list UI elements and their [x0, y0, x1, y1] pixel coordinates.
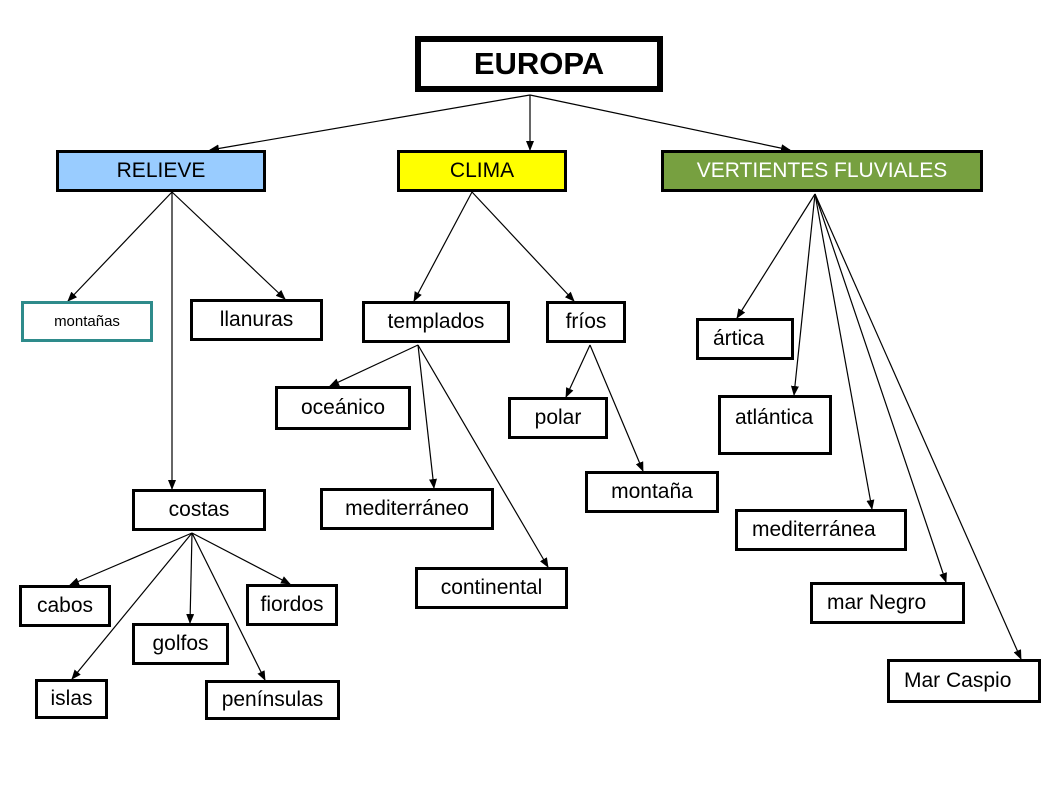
node-artica: ártica — [696, 318, 794, 360]
node-mediterranea: mediterránea — [735, 509, 907, 551]
arrow-clima-frios — [471, 191, 575, 302]
arrow-frios-montana — [589, 344, 644, 472]
arrow-vertientes-artica — [736, 193, 816, 319]
node-atlantica: atlántica — [718, 395, 832, 455]
arrow-relieve-montanas — [67, 191, 173, 302]
node-frios: fríos — [546, 301, 626, 343]
arrow-relieve-llanuras — [171, 191, 286, 300]
arrow-templados-oceanico — [329, 344, 419, 387]
node-peninsulas: penínsulas — [205, 680, 340, 720]
arrow-europa-vertientes — [529, 94, 791, 153]
node-continental: continental — [415, 567, 568, 609]
arrow-clima-templados — [413, 191, 473, 302]
node-montana: montaña — [585, 471, 719, 513]
arrow-costas-islas — [71, 532, 193, 680]
node-mediterraneo: mediterráneo — [320, 488, 494, 530]
arrow-costas-golfos — [186, 532, 195, 624]
node-montanas: montañas — [21, 301, 153, 342]
arrow-vertientes-atlantica — [790, 193, 816, 396]
node-polar: polar — [508, 397, 608, 439]
arrow-europa-relieve — [209, 94, 531, 153]
node-cabos: cabos — [19, 585, 111, 627]
arrow-costas-fiordos — [191, 532, 291, 585]
node-europa: EUROPA — [415, 36, 663, 92]
arrow-vertientes-mediterranea — [814, 193, 875, 510]
arrow-vertientes-marnegro — [814, 193, 947, 583]
arrow-templados-continental — [417, 344, 549, 568]
arrow-costas-peninsulas — [191, 532, 266, 681]
arrow-costas-cabos — [69, 532, 193, 586]
arrow-templados-mediterraneo — [417, 344, 437, 489]
node-costas: costas — [132, 489, 266, 531]
node-oceanico: oceánico — [275, 386, 411, 430]
node-vertientes-fluviales: VERTIENTES FLUVIALES — [661, 150, 983, 192]
node-clima: CLIMA — [397, 150, 567, 192]
node-mar-caspio: Mar Caspio — [887, 659, 1041, 703]
node-mar-negro: mar Negro — [810, 582, 965, 624]
arrow-frios-polar — [565, 344, 591, 398]
node-fiordos: fiordos — [246, 584, 338, 626]
arrow-vertientes-marcaspio — [814, 193, 1022, 660]
node-golfos: golfos — [132, 623, 229, 665]
node-llanuras: llanuras — [190, 299, 323, 341]
node-islas: islas — [35, 679, 108, 719]
node-relieve: RELIEVE — [56, 150, 266, 192]
node-templados: templados — [362, 301, 510, 343]
